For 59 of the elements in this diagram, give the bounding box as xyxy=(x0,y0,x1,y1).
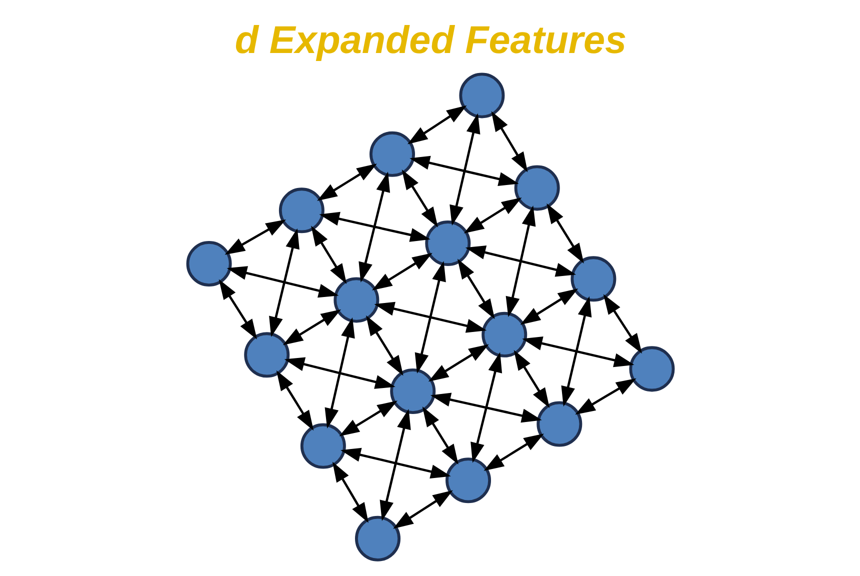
arrow xyxy=(546,203,584,264)
arrow xyxy=(316,164,376,201)
arrow xyxy=(470,352,502,463)
node-circle xyxy=(333,277,379,323)
arrow xyxy=(449,113,480,226)
arrow xyxy=(574,378,636,415)
arrow xyxy=(371,252,432,290)
arrow xyxy=(522,336,634,368)
node-circle xyxy=(369,131,414,177)
arrow xyxy=(414,261,446,374)
arrow xyxy=(332,462,368,523)
arrow xyxy=(324,317,354,429)
arrow xyxy=(282,309,341,346)
node-circle xyxy=(186,241,232,287)
arrow xyxy=(456,258,494,320)
node-circle xyxy=(458,72,504,118)
arrow xyxy=(401,169,438,228)
arrow xyxy=(505,205,536,318)
arrow xyxy=(268,228,299,338)
node-circle xyxy=(390,368,436,414)
arrow xyxy=(366,315,403,376)
arrow xyxy=(226,266,338,298)
arrow xyxy=(358,172,390,282)
node-circle xyxy=(244,332,290,378)
arrow xyxy=(428,344,488,382)
arrow xyxy=(310,226,346,284)
arrow xyxy=(602,294,642,354)
node-circle xyxy=(278,188,324,234)
node-circle xyxy=(628,346,674,392)
node-circle xyxy=(354,516,400,562)
arrow xyxy=(409,156,518,186)
arrow xyxy=(276,370,314,431)
arrow xyxy=(340,448,450,478)
arrow xyxy=(490,111,528,172)
arrow xyxy=(513,350,550,408)
node-circle xyxy=(424,220,470,266)
arrow xyxy=(422,406,458,464)
node-circle xyxy=(300,423,346,469)
arrow xyxy=(284,357,395,389)
arrow xyxy=(338,400,397,436)
arrow xyxy=(392,490,452,529)
arrow xyxy=(483,434,544,471)
arrow xyxy=(560,296,592,407)
arrow xyxy=(430,392,542,423)
node-circle xyxy=(536,401,582,447)
arrow xyxy=(463,197,522,234)
node-circle xyxy=(514,165,560,211)
arrow xyxy=(318,212,430,242)
arrow xyxy=(520,288,578,325)
node-circle xyxy=(445,458,491,504)
arrow xyxy=(406,105,466,144)
arrow xyxy=(374,302,486,333)
arrow xyxy=(218,279,257,340)
arrow xyxy=(379,408,410,521)
arrow xyxy=(464,246,576,277)
node-circle xyxy=(570,256,616,302)
arrow xyxy=(224,219,286,255)
diagram-title: d Expanded Features xyxy=(234,18,626,62)
node-circle xyxy=(481,312,527,358)
